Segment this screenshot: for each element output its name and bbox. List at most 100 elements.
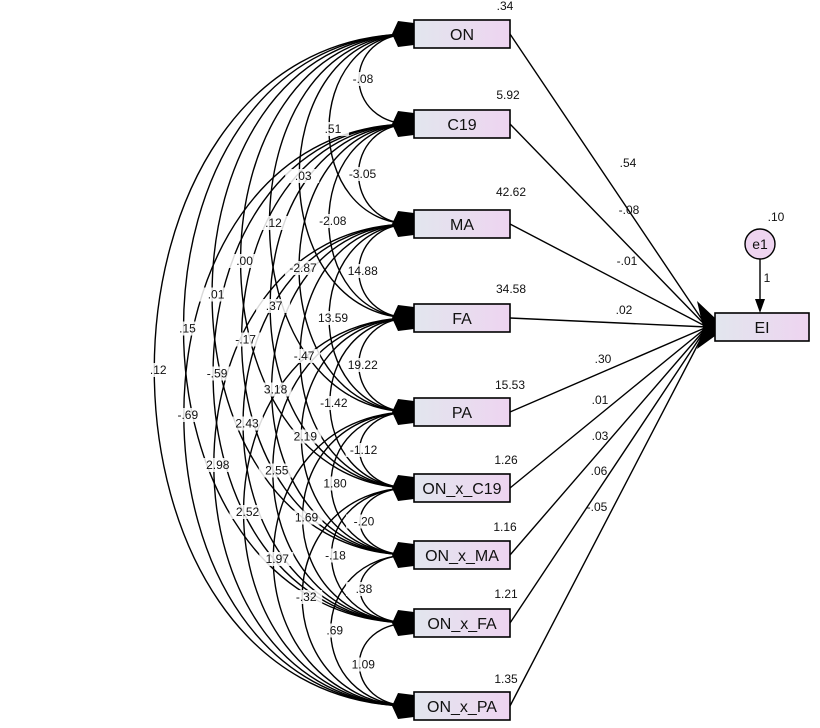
fa-box[interactable]: [413, 303, 511, 333]
on-x-ma-box[interactable]: [413, 540, 511, 570]
covariance-label: -.17: [235, 333, 256, 347]
covariance-label-bg: [345, 582, 380, 596]
covariance-label: 2.55: [265, 464, 289, 478]
covariance-label: 3.18: [264, 383, 288, 397]
covariance-label: -1.12: [350, 443, 378, 457]
covariance-label: -3.05: [349, 167, 377, 181]
covariance-label-bg: [345, 514, 380, 529]
path-coef-on-x-c19: .01: [592, 393, 609, 407]
covariance-label-bg: [140, 363, 175, 377]
variable-on-x-fa: ON_x_FA: [413, 608, 511, 638]
residual-term: .10 e1 1: [744, 210, 785, 313]
regression-path: [509, 326, 708, 489]
covariance-label: .00: [236, 254, 253, 268]
path-coef-on: .54: [620, 156, 637, 170]
covariance-label-bg: [258, 463, 293, 478]
covariance-label-bg: [344, 264, 379, 278]
regression-path: [509, 326, 708, 707]
covariance-label-bg: [169, 321, 204, 336]
on-x-c19-box[interactable]: [413, 473, 511, 503]
covariance-label: 1.09: [352, 658, 376, 672]
pa-label: PA: [452, 405, 472, 422]
covariance-label: 13.59: [318, 311, 348, 325]
variable-pa: PA: [413, 397, 511, 427]
covariance-label-bg: [255, 216, 290, 230]
covariance-arc: [182, 33, 415, 624]
on-x-pa-box[interactable]: [413, 691, 511, 721]
covariance-arc: [240, 33, 415, 489]
covariance-label-bg: [256, 299, 291, 313]
arrowhead-cluster: [392, 21, 414, 47]
on-variance: .34: [497, 0, 514, 13]
covariance-label: -.20: [354, 515, 375, 529]
arrowhead-cluster: [392, 399, 414, 425]
on-x-ma-variance: 1.16: [493, 520, 517, 534]
covariance-label: .01: [208, 288, 225, 302]
c19-label: C19: [447, 117, 476, 134]
path-coef-on-x-pa: -.05: [587, 500, 608, 514]
fa-variance: 34.58: [496, 282, 526, 296]
covariance-label: 2.43: [235, 417, 259, 431]
covariance-label-bg: [229, 505, 264, 519]
on-label: ON: [450, 27, 474, 44]
covariance-label-bg: [285, 261, 320, 275]
ei-box[interactable]: [714, 312, 810, 342]
covariance-label-bg: [287, 429, 322, 444]
variable-on-x-pa: ON_x_PA: [413, 691, 511, 721]
path-coef-c19: -.08: [619, 203, 640, 217]
covariance-label: -.32: [296, 590, 317, 604]
covariance-label: 1.69: [295, 511, 319, 525]
pa-box[interactable]: [413, 397, 511, 427]
regression-path: [509, 326, 708, 556]
c19-variance: 5.92: [496, 88, 520, 102]
covariance-label: .03: [295, 169, 312, 183]
covariance-label-bg: [199, 366, 234, 381]
variable-fa: FA: [413, 303, 511, 333]
on-x-pa-variance: 1.35: [494, 672, 518, 686]
on-x-fa-label: ON_x_FA: [427, 616, 497, 633]
covariance-label: .38: [356, 582, 373, 596]
on-x-ma-label: ON_x_MA: [425, 548, 499, 565]
arrowhead-cluster: [392, 693, 414, 719]
arrowhead-cluster: [392, 475, 414, 501]
covariance-label: .37: [266, 299, 283, 313]
residual-variance: .10: [768, 210, 785, 224]
covariance-label-bg: [288, 590, 323, 604]
covariance-label-bg: [169, 408, 204, 422]
covariance-label: -.47: [294, 349, 315, 363]
covariance-label-bg: [229, 416, 264, 431]
covariance-label-bg: [345, 443, 380, 457]
regression-path: [509, 123, 708, 328]
covariance-label: 14.88: [348, 264, 378, 278]
covariance-label-bg: [315, 311, 350, 325]
ma-label: MA: [450, 217, 474, 234]
covariance-label: -.69: [177, 408, 198, 422]
covariance-label: .15: [179, 322, 196, 336]
on-x-fa-box[interactable]: [413, 608, 511, 638]
covariance-label-bg: [227, 332, 262, 347]
arrowhead-cluster: [392, 610, 414, 636]
covariance-label: -1.42: [320, 396, 348, 410]
ei-label: EI: [754, 320, 769, 337]
covariance-label-bg: [316, 623, 351, 638]
covariance-label: 2.19: [294, 430, 318, 444]
ma-box[interactable]: [413, 209, 511, 239]
covariance-label: .12: [265, 216, 282, 230]
pa-variance: 15.53: [495, 378, 525, 392]
covariance-label: .51: [325, 122, 342, 136]
arrowhead-cluster: [392, 111, 414, 137]
covariance-label: 2.52: [236, 505, 260, 519]
regression-path: [509, 326, 708, 413]
on-x-c19-variance: 1.26: [494, 453, 518, 467]
ma-variance: 42.62: [496, 185, 526, 199]
on-x-c19-label: ON_x_C19: [422, 481, 501, 498]
on-box[interactable]: [413, 19, 511, 49]
covariance-label-bg: [198, 287, 233, 302]
e1-loading: 1: [764, 271, 771, 285]
covariance-label-bg: [259, 552, 294, 566]
e1-label: e1: [752, 236, 768, 252]
c19-box[interactable]: [413, 109, 511, 139]
covariance-label: 1.80: [323, 477, 347, 491]
